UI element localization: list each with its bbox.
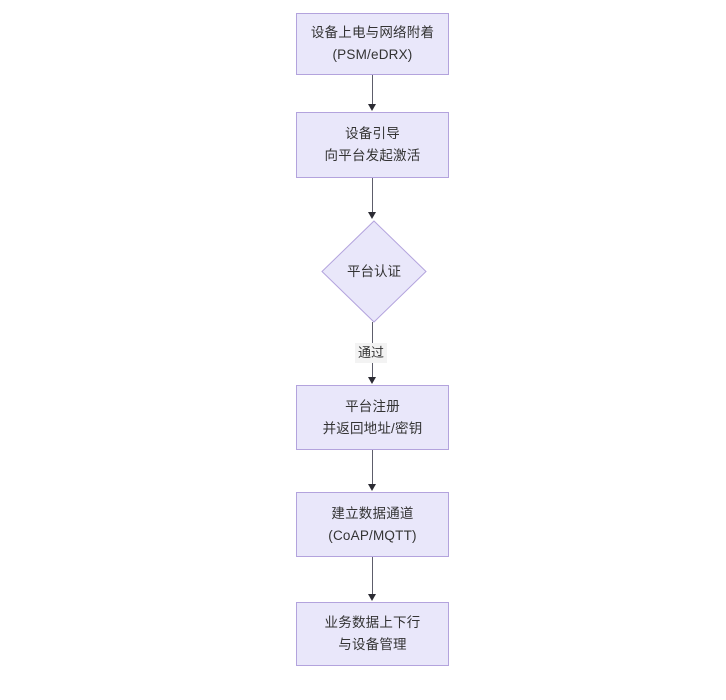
flow-node-line2: 与设备管理	[338, 637, 407, 652]
connector-n4-n5	[372, 450, 373, 485]
flow-node-line2: (PSM/eDRX)	[332, 47, 413, 62]
arrowhead-n3-n4	[368, 377, 376, 384]
connector-n1-n2	[372, 75, 373, 105]
flow-node-line1: 设备上电与网络附着	[310, 25, 435, 40]
flow-node-device-bootstrap[interactable]: 设备引导 向平台发起激活	[296, 112, 449, 178]
flow-node-platform-register[interactable]: 平台注册 并返回地址/密钥	[296, 385, 449, 450]
flow-node-device-power-on[interactable]: 设备上电与网络附着 (PSM/eDRX)	[296, 13, 449, 75]
connector-n5-n6	[372, 557, 373, 595]
edge-label-pass: 通过	[355, 343, 388, 363]
connector-n2-n3	[372, 178, 373, 213]
flow-node-line1: 建立数据通道	[331, 505, 414, 521]
flow-node-business-data[interactable]: 业务数据上下行 与设备管理	[296, 602, 449, 666]
flow-node-line1: 平台注册	[345, 398, 400, 414]
arrowhead-n4-n5	[368, 484, 376, 491]
flow-node-line2: 向平台发起激活	[324, 148, 421, 163]
flow-decision-label: 平台认证	[347, 263, 401, 279]
arrowhead-n1-n2	[368, 104, 376, 111]
flow-node-line1: 业务数据上下行	[324, 615, 421, 630]
flow-node-line2: 并返回地址/密钥	[322, 420, 423, 436]
arrowhead-n2-n3	[368, 212, 376, 219]
flow-node-line1: 设备引导	[345, 126, 400, 141]
flow-node-data-channel[interactable]: 建立数据通道 (CoAP/MQTT)	[296, 492, 449, 557]
flow-decision-platform-auth[interactable]: 平台认证	[321, 220, 427, 323]
flow-node-line2: (CoAP/MQTT)	[328, 527, 417, 543]
arrowhead-n5-n6	[368, 594, 376, 601]
diamond-shape-icon	[321, 220, 427, 323]
